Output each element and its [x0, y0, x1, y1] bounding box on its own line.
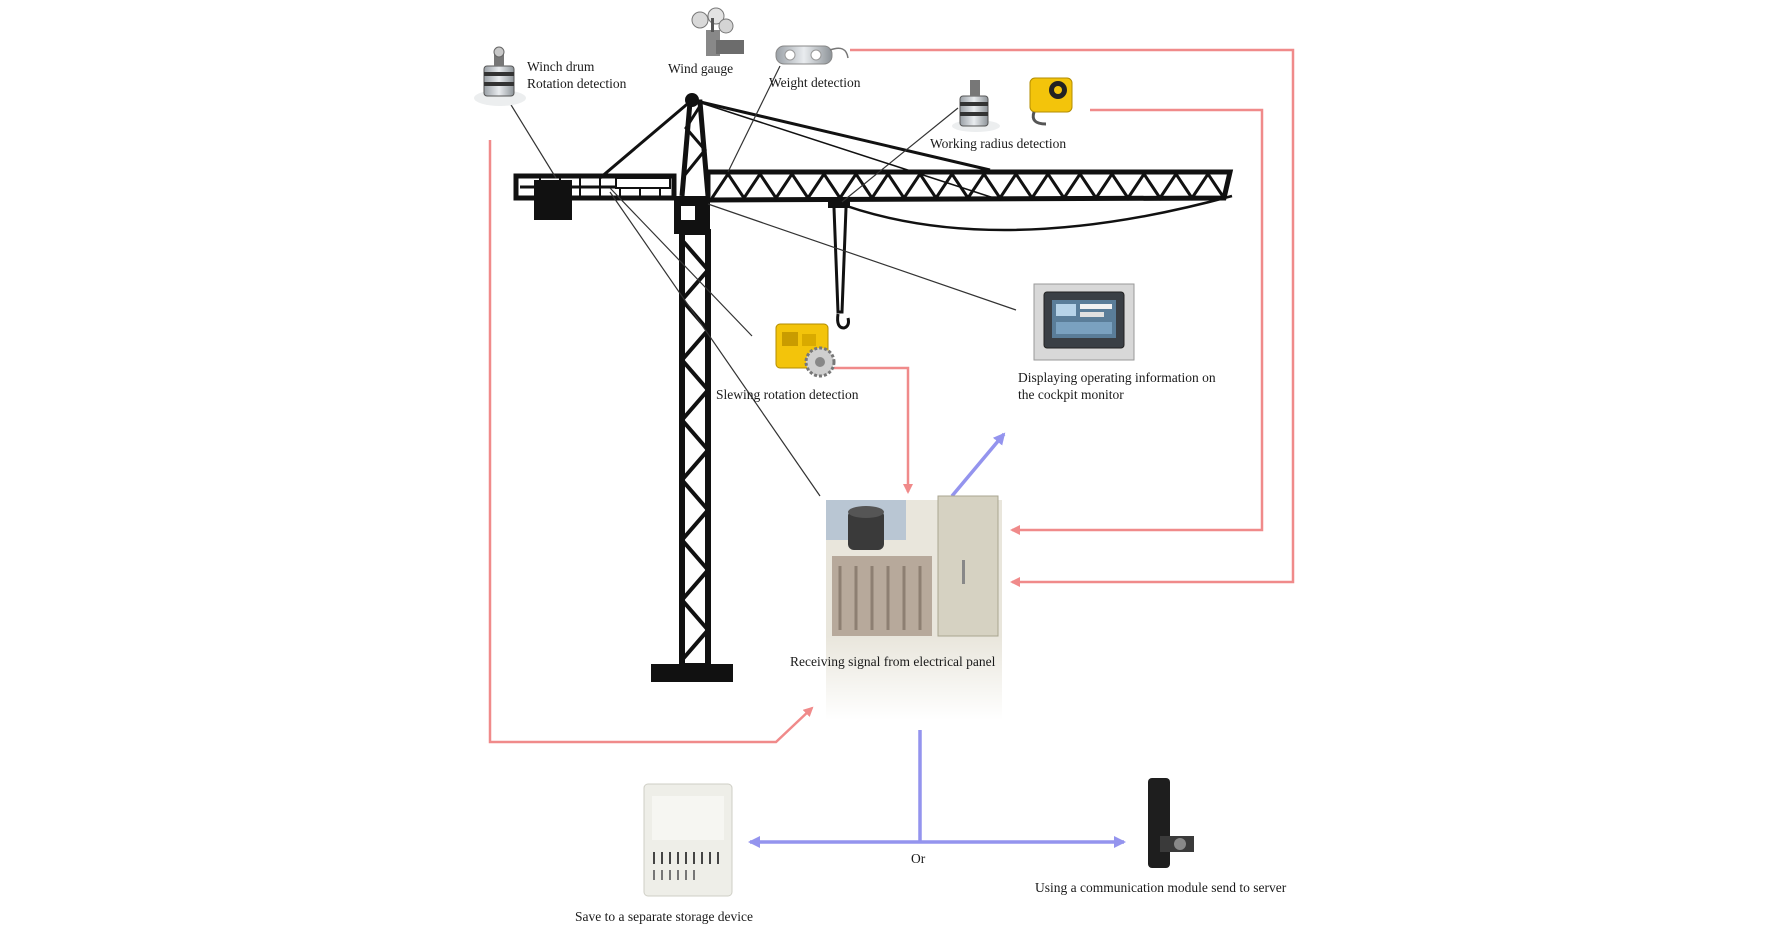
label-receiving-signal: Receiving signal from electrical panel — [790, 654, 996, 669]
tower-crane — [513, 93, 1234, 682]
electrical-cabinet-icon — [826, 495, 1002, 720]
label-comm-module: Using a communication module send to ser… — [1035, 880, 1287, 895]
signal-weight — [850, 48, 1295, 587]
labels: Winch drum Rotation detection Wind gauge… — [527, 59, 1287, 924]
label-rotation-detection: Rotation detection — [527, 76, 627, 91]
signal-winch — [488, 140, 814, 744]
label-working-radius: Working radius detection — [930, 136, 1066, 151]
antenna-module-icon — [1148, 778, 1194, 910]
label-slewing-rotation: Slewing rotation detection — [716, 387, 859, 402]
load-cell-icon — [775, 45, 849, 65]
yellow-gear-encoder-icon — [775, 323, 836, 378]
label-monitor-line1: Displaying operating information on — [1018, 370, 1216, 385]
rotary-encoder-icon — [952, 80, 1000, 132]
label-weight-detection: Weight detection — [769, 75, 861, 90]
leader-lines — [507, 65, 1017, 497]
touch-monitor-icon — [1033, 283, 1135, 361]
signal-slewing — [834, 366, 913, 494]
label-monitor-line2: the cockpit monitor — [1018, 387, 1124, 402]
rotary-encoder-icon — [474, 46, 526, 106]
label-wind-gauge: Wind gauge — [668, 61, 733, 76]
label-or: Or — [911, 851, 926, 866]
flow-to-monitor — [950, 432, 1006, 498]
signal-working-radius — [1010, 108, 1264, 535]
anemometer-icon — [691, 7, 744, 56]
label-storage: Save to a separate storage device — [575, 909, 753, 924]
label-winch-drum: Winch drum — [527, 59, 595, 74]
sensor-signal-lines — [488, 48, 1295, 744]
storage-box-icon — [643, 783, 733, 930]
yellow-proximity-sensor-icon — [1029, 77, 1073, 126]
output-flow-lines — [748, 432, 1126, 848]
